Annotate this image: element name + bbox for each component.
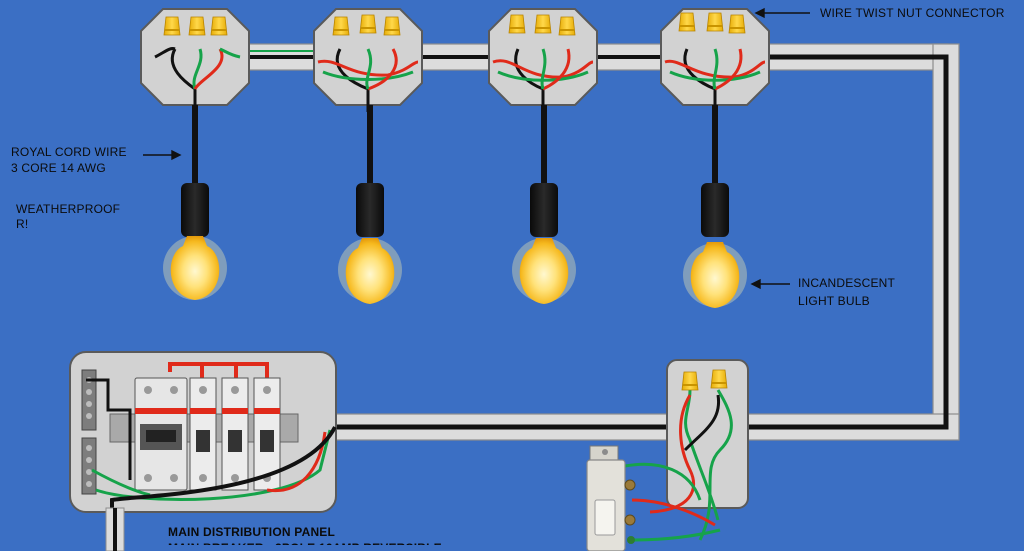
switch-box (649, 359, 749, 541)
junction-box-3 (488, 8, 598, 112)
distribution-panel (69, 351, 337, 551)
wire-nut-label: WIRE TWIST NUT CONNECTOR (820, 6, 1005, 20)
junction-boxes (140, 8, 770, 112)
pendant-bulbs (163, 105, 747, 308)
pointer-arrows (143, 7, 810, 290)
weatherproof-label-line2: R! (16, 217, 29, 231)
wall-switch (586, 445, 721, 551)
cord-label-line1: ROYAL CORD WIRE (11, 145, 127, 159)
bulb-2 (338, 105, 402, 304)
junction-box-1 (140, 8, 250, 112)
bulb-label-line2: LIGHT BULB (798, 294, 870, 308)
bulb-3 (512, 105, 576, 304)
bulb-label-line1: INCANDESCENT (798, 276, 896, 290)
panel-title: MAIN DISTRIBUTION PANEL (168, 525, 336, 539)
panel-subtitle: MAIN BREAKER - 2POLE 16AMP REVERSIBLE (168, 541, 442, 551)
cord-label-line2: 3 CORE 14 AWG (11, 161, 106, 175)
junction-box-4 (660, 8, 770, 112)
conduit-wires (236, 50, 949, 430)
bulb-4 (683, 105, 747, 308)
bulb-1 (163, 105, 227, 300)
junction-box-2 (313, 8, 423, 112)
weatherproof-label-line1: WEATHERPROOF (16, 202, 121, 216)
